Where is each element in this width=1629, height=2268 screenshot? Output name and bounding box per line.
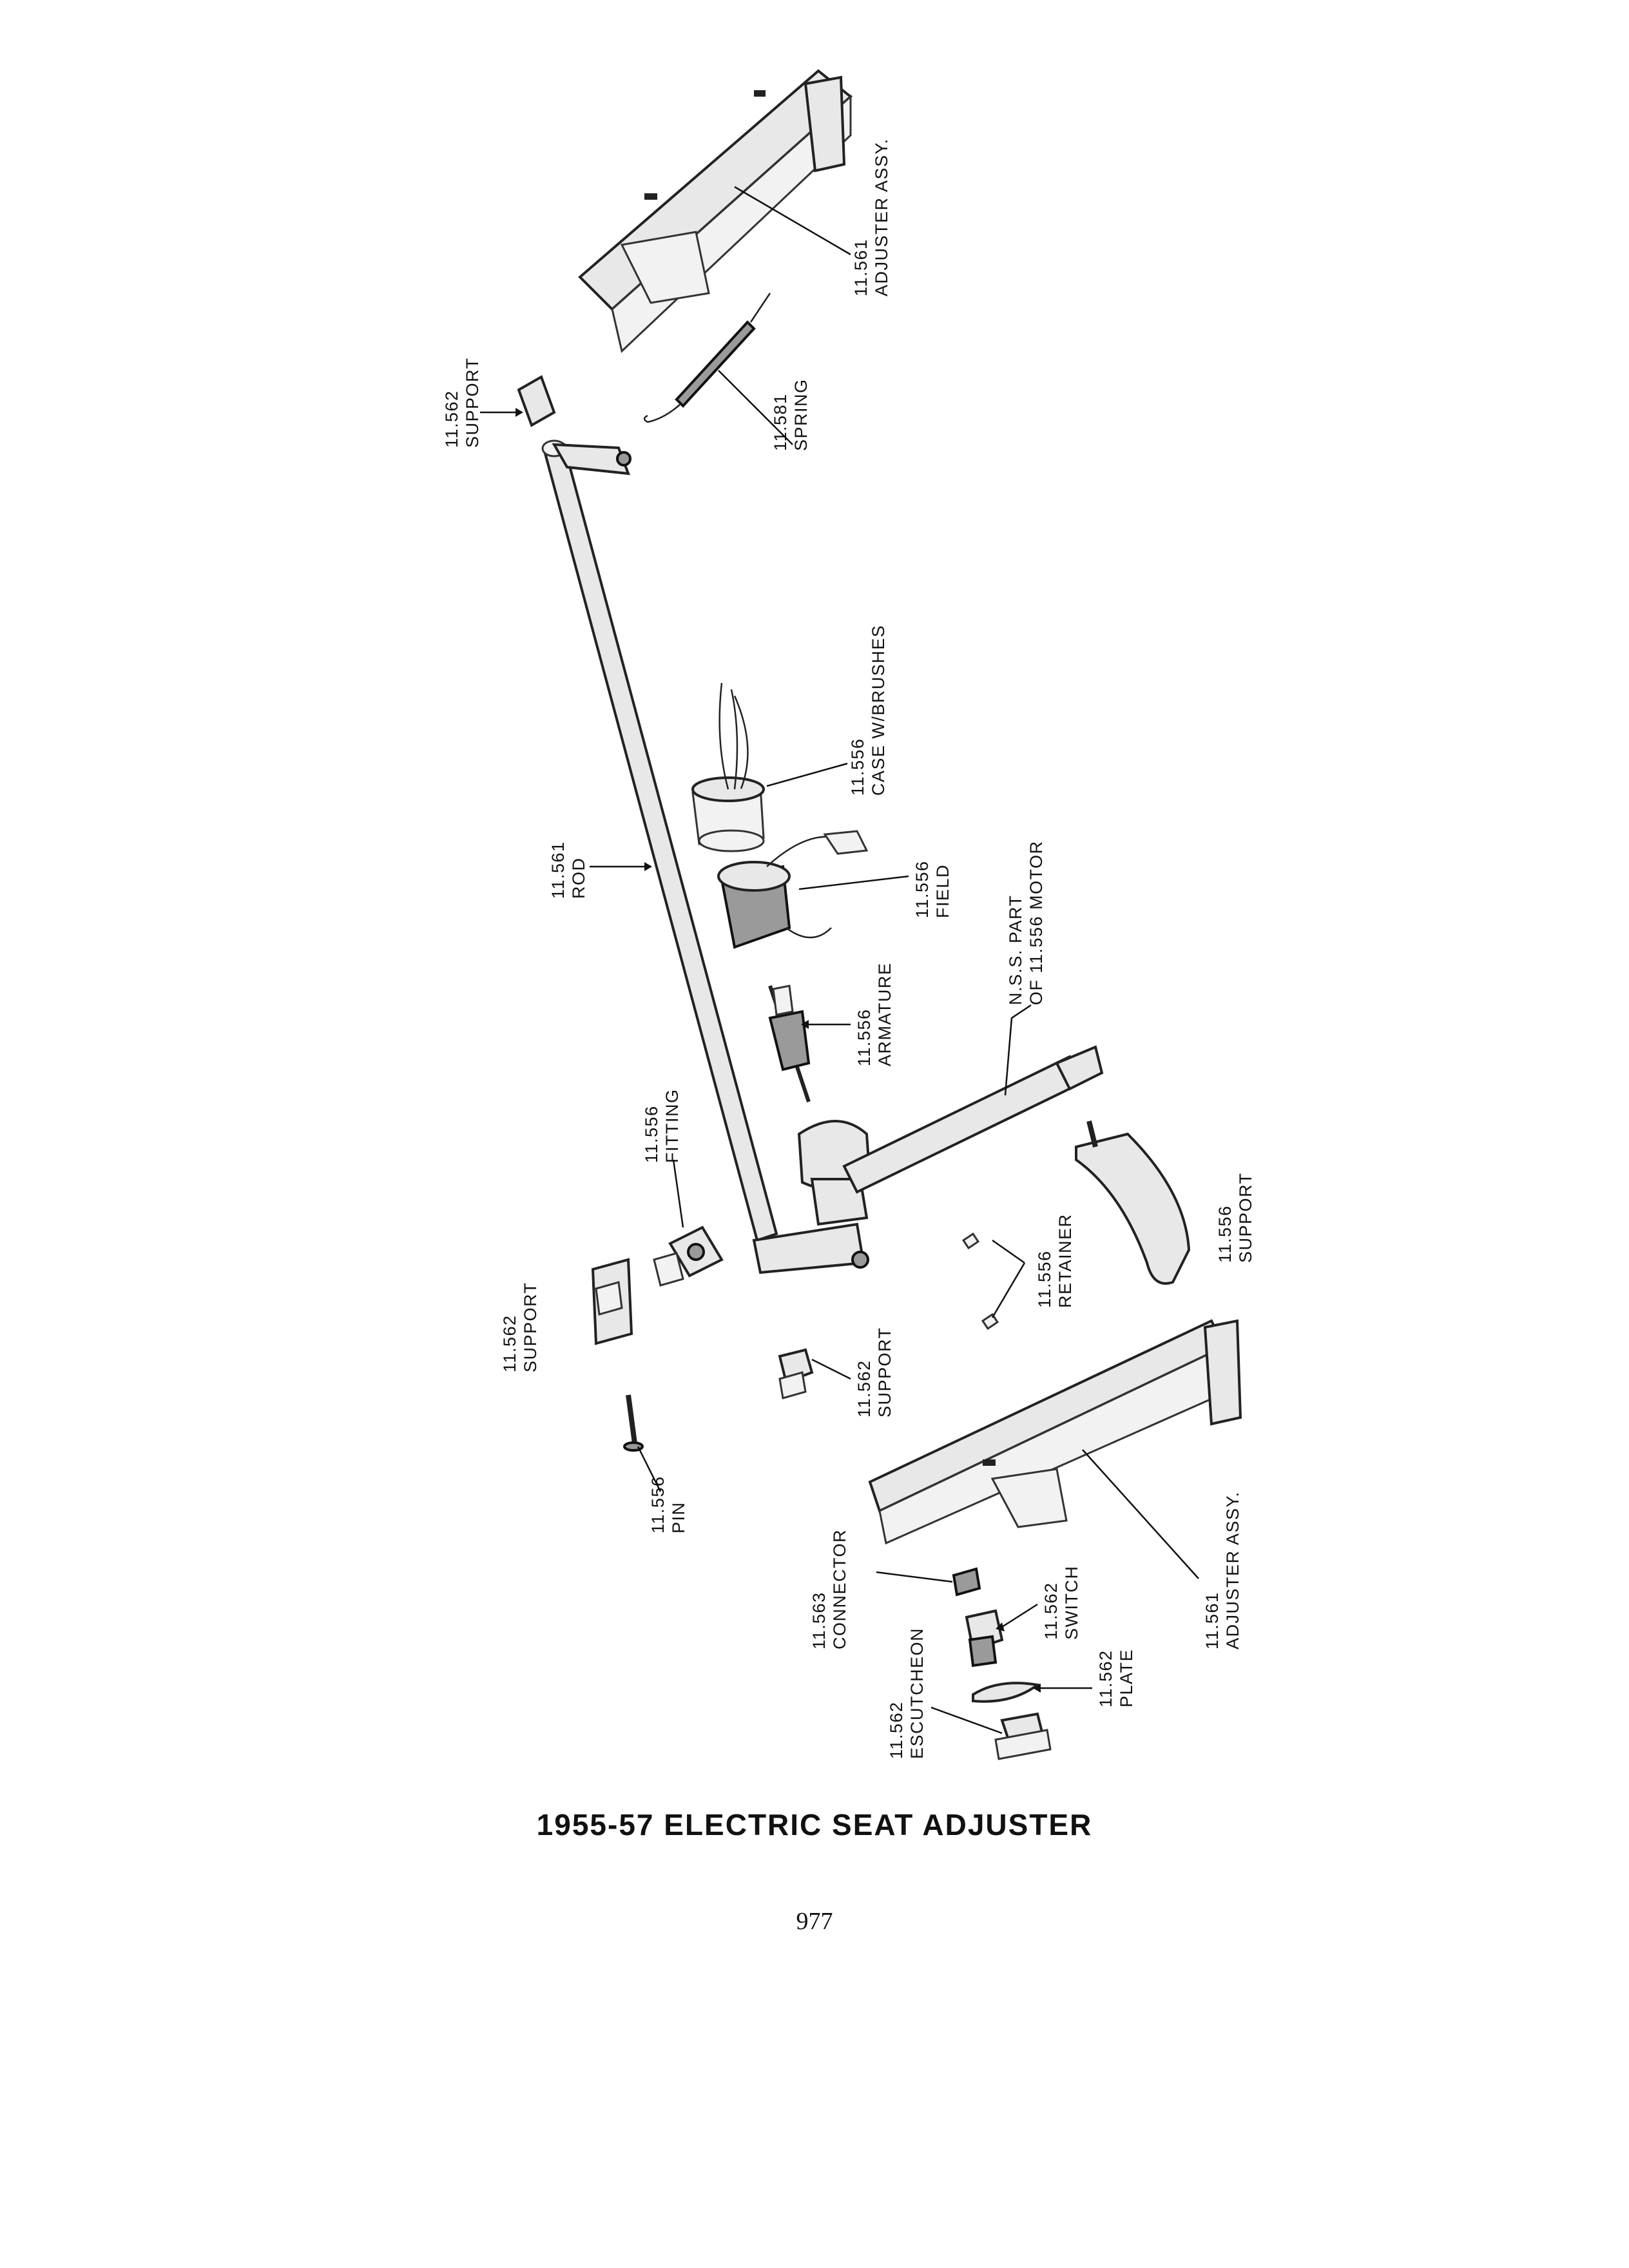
switch-part xyxy=(965,1609,1004,1667)
fitting-part xyxy=(653,1225,724,1287)
case-part xyxy=(691,682,765,852)
callout-support-top: 11.562 SUPPORT xyxy=(441,357,483,448)
callout-name: ARMATURE xyxy=(875,962,894,1066)
callout-number: 11.562 xyxy=(1041,1582,1061,1640)
callout-plate: 11.562 PLATE xyxy=(1095,1649,1137,1707)
callout-number: 11.556 xyxy=(854,1008,874,1066)
callout-retainer: 11.556 RETAINER xyxy=(1034,1213,1075,1308)
adjuster-assy-bottom-part xyxy=(868,1319,1242,1545)
page-number: 977 xyxy=(796,1908,833,1935)
callout-number: 11.562 xyxy=(442,390,461,448)
callout-name: CASE W/BRUSHES xyxy=(869,624,888,796)
callout-support-right: 11.556 SUPPORT xyxy=(1215,1172,1256,1263)
connector-part xyxy=(952,1567,981,1597)
callout-adjuster-assy-top: 11.561 ADJUSTER ASSY. xyxy=(851,138,892,296)
support-mid-part xyxy=(778,1348,814,1399)
callout-name: ROD xyxy=(569,857,588,899)
callout-field: 11.556 FIELD xyxy=(912,860,953,918)
callout-number: 11.562 xyxy=(887,1701,906,1759)
field-part xyxy=(717,830,869,949)
callout-number: 11.581 xyxy=(771,393,790,451)
callout-number: 11.562 xyxy=(854,1360,874,1418)
callout-name: FIELD xyxy=(933,863,952,918)
support-right-part xyxy=(1075,1120,1191,1285)
callout-name: SUPPORT xyxy=(875,1327,894,1418)
callout-number: 11.562 xyxy=(1096,1649,1115,1707)
callout-name: SPRING xyxy=(791,378,811,451)
callout-number: 11.556 xyxy=(1035,1250,1054,1308)
callout-name: PLATE xyxy=(1117,1648,1136,1707)
callout-number: 11.561 xyxy=(851,238,871,296)
callout-name: SUPPORT xyxy=(521,1282,540,1372)
callout-number: 11.556 xyxy=(642,1105,661,1163)
support-left-part xyxy=(591,1258,633,1345)
callout-spring: 11.581 SPRING xyxy=(770,378,811,451)
callout-name: PIN xyxy=(669,1501,688,1533)
escutcheon-part xyxy=(994,1712,1052,1760)
motor-drive-part xyxy=(797,1045,1104,1226)
callout-connector: 11.563 CONNECTOR xyxy=(809,1529,850,1649)
support-top-part xyxy=(517,375,556,427)
callout-number: 11.556 xyxy=(912,860,932,918)
plate-part xyxy=(972,1682,1041,1703)
callout-number: N.S.S. PART xyxy=(1006,894,1025,1005)
callout-number: 11.561 xyxy=(1202,1591,1222,1649)
callout-switch: 11.562 SWITCH xyxy=(1041,1566,1082,1640)
callout-case-w-brushes: 11.556 CASE W/BRUSHES xyxy=(847,624,889,796)
armature-part xyxy=(768,985,811,1102)
callout-fitting: 11.556 FITTING xyxy=(641,1089,682,1163)
callout-name: SWITCH xyxy=(1062,1565,1081,1640)
callout-support-mid: 11.562 SUPPORT xyxy=(854,1327,895,1418)
callout-number: 11.556 xyxy=(648,1475,668,1533)
callout-name: RETAINER xyxy=(1055,1213,1075,1308)
callout-pin: 11.556 PIN xyxy=(648,1475,689,1533)
callout-number: 11.556 xyxy=(848,738,867,796)
adjuster-assy-top-part xyxy=(578,69,853,353)
callout-name: SUPPORT xyxy=(1236,1172,1255,1263)
callout-number: 11.563 xyxy=(809,1591,829,1649)
page-title: 1955-57 ELECTRIC SEAT ADJUSTER xyxy=(536,1808,1093,1841)
callout-name: OF 11.556 MOTOR xyxy=(1027,840,1046,1005)
callout-number: 11.561 xyxy=(548,841,568,899)
callout-number: 11.556 xyxy=(1215,1205,1235,1263)
rod-part xyxy=(541,439,869,1274)
callout-name: CONNECTOR xyxy=(830,1528,849,1649)
callout-armature: 11.556 ARMATURE xyxy=(854,962,895,1066)
callout-name: SUPPORT xyxy=(463,357,482,448)
callout-adjuster-assy-bottom: 11.561 ADJUSTER ASSY. xyxy=(1202,1491,1243,1649)
retainer-part xyxy=(961,1232,999,1331)
callout-nss-part: N.S.S. PART OF 11.556 MOTOR xyxy=(1005,840,1046,1005)
callout-name: FITTING xyxy=(662,1088,682,1163)
callout-name: ADJUSTER ASSY. xyxy=(872,138,891,296)
callout-number: 11.562 xyxy=(500,1314,519,1372)
callout-support-left: 11.562 SUPPORT xyxy=(499,1282,541,1372)
spring-part xyxy=(643,293,771,423)
pin-part xyxy=(623,1394,644,1452)
callout-name: ADJUSTER ASSY. xyxy=(1223,1491,1242,1649)
callout-name: ESCUTCHEON xyxy=(907,1627,927,1759)
callout-escutcheon: 11.562 ESCUTCHEON xyxy=(886,1628,927,1759)
callout-rod: 11.561 ROD xyxy=(548,841,589,899)
